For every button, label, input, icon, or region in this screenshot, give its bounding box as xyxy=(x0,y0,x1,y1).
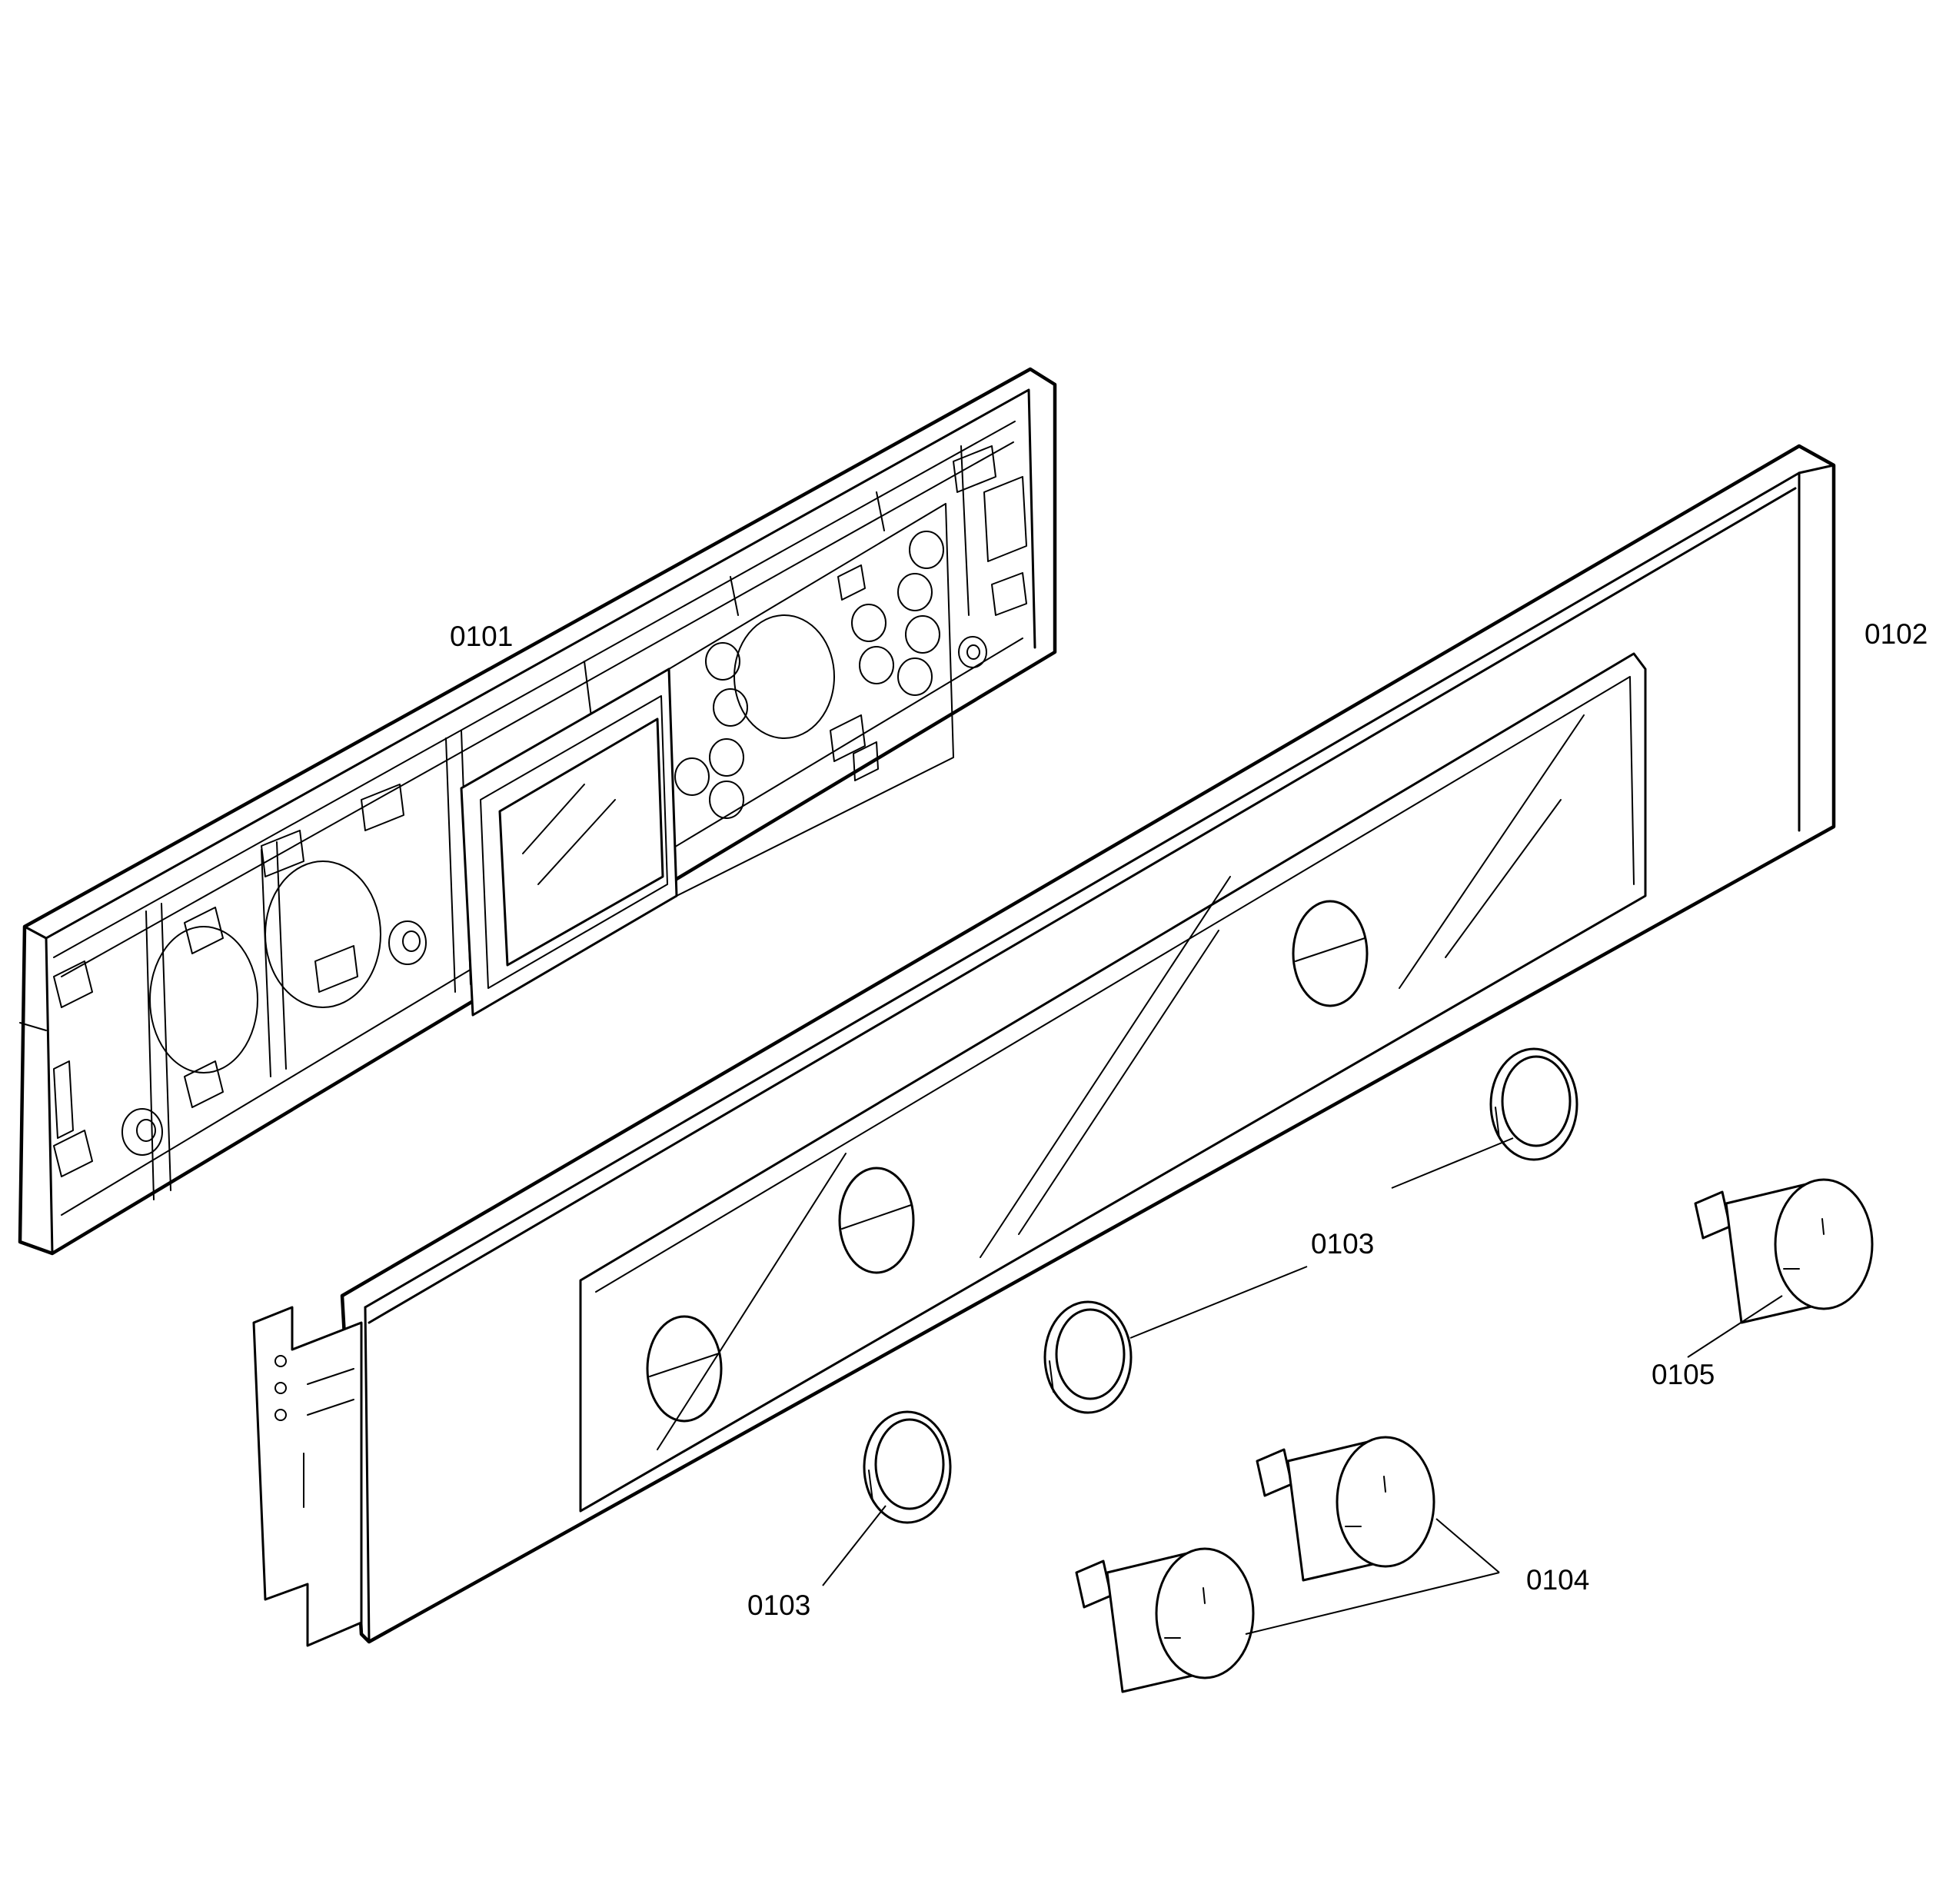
control-knob-single xyxy=(1694,1178,1874,1324)
callout-0104: 0104 xyxy=(1526,1564,1589,1596)
callout-0101: 0101 xyxy=(450,621,513,652)
front-panel xyxy=(252,444,1836,1647)
callout-0103-lower: 0103 xyxy=(747,1589,810,1621)
control-knob-lower xyxy=(1075,1547,1255,1693)
control-knob-upper xyxy=(1256,1436,1435,1582)
rear-housing-assembly xyxy=(18,367,1057,1256)
callout-0105: 0105 xyxy=(1652,1359,1715,1390)
trim-ring-middle xyxy=(1043,1300,1133,1414)
leader-lines xyxy=(822,1137,1783,1635)
trim-ring-upper xyxy=(1489,1047,1578,1161)
trim-ring-lower xyxy=(863,1410,952,1524)
callout-0103-upper: 0103 xyxy=(1311,1228,1374,1260)
callout-0102: 0102 xyxy=(1865,618,1928,650)
